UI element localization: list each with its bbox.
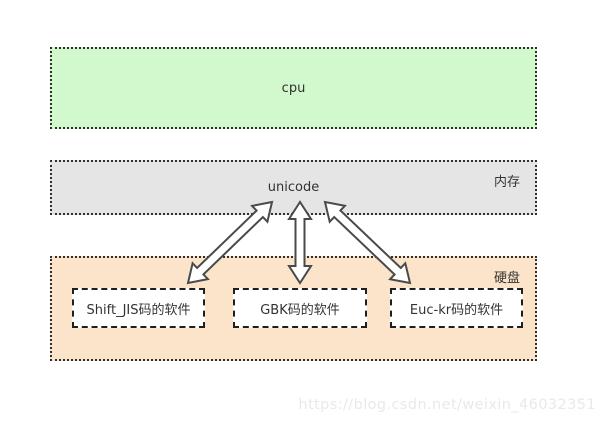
disk-tag: 硬盘 — [493, 271, 520, 286]
cpu-box: cpu — [50, 47, 537, 129]
watermark: https://blog.csdn.net/weixin_46032351 — [298, 397, 596, 413]
software-label-euc-kr: Euc-kr码的软件 — [409, 302, 504, 318]
software-box-shift-jis: Shift_JIS码的软件 — [72, 288, 205, 328]
cpu-label: cpu — [281, 80, 306, 96]
software-label-gbk: GBK码的软件 — [260, 302, 340, 318]
software-box-euc-kr: Euc-kr码的软件 — [390, 288, 523, 328]
memory-box: unicode 内存 — [50, 160, 537, 215]
software-label-shift-jis: Shift_JIS码的软件 — [86, 302, 191, 318]
memory-tag: 内存 — [493, 175, 520, 190]
unicode-label: unicode — [267, 180, 320, 195]
software-box-gbk: GBK码的软件 — [233, 288, 367, 328]
